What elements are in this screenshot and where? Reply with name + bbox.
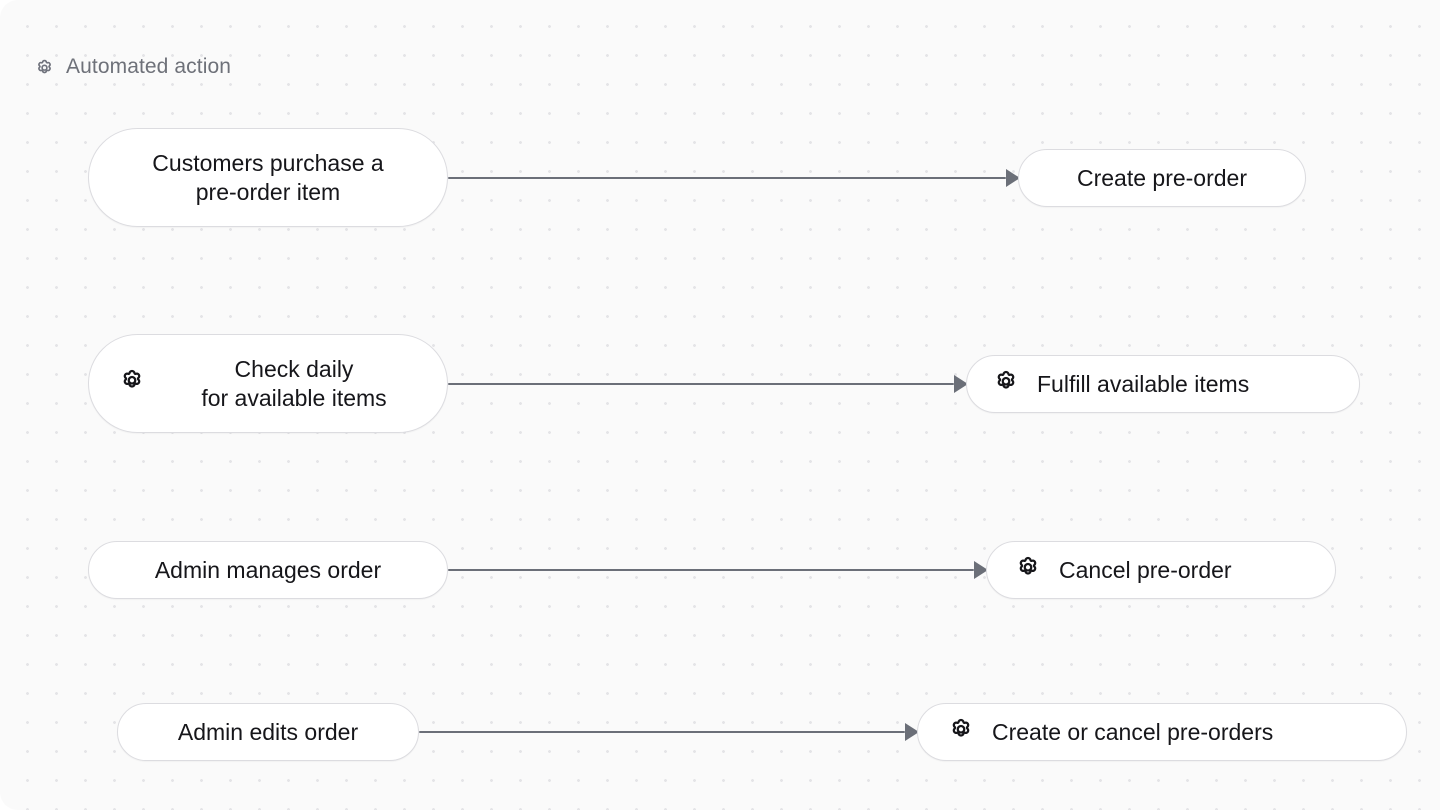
legend-label: Automated action xyxy=(66,55,232,78)
arrow-head-icon xyxy=(1006,169,1020,187)
gear-icon xyxy=(991,366,1021,402)
node-label: Check daily for available items xyxy=(201,356,387,411)
node-label: Admin edits order xyxy=(177,718,359,745)
node-target-4[interactable]: Create or cancel pre-orders xyxy=(917,703,1407,761)
node-target-1[interactable]: Create pre-order xyxy=(1018,149,1306,207)
node-label: Cancel pre-order xyxy=(1059,556,1232,583)
node-target-2[interactable]: Fulfill available items xyxy=(966,355,1360,413)
gear-icon xyxy=(946,714,976,750)
node-source-3[interactable]: Admin manages order xyxy=(88,541,448,599)
edge-2 xyxy=(448,364,968,404)
node-label: Create pre-order xyxy=(1076,164,1248,191)
arrow-head-icon xyxy=(954,375,968,393)
node-target-3[interactable]: Cancel pre-order xyxy=(986,541,1336,599)
node-label: Admin manages order xyxy=(154,556,382,583)
node-label: Fulfill available items xyxy=(1037,370,1250,397)
arrow-head-icon xyxy=(905,723,919,741)
edge-line xyxy=(419,731,905,733)
gear-icon xyxy=(1013,552,1043,588)
legend-automated-action: Automated action xyxy=(33,52,231,82)
node-source-4[interactable]: Admin edits order xyxy=(117,703,419,761)
gear-icon xyxy=(33,56,56,79)
edge-3 xyxy=(448,550,988,590)
edge-4 xyxy=(419,712,919,752)
gear-icon xyxy=(117,365,147,401)
node-source-2[interactable]: Check daily for available items xyxy=(88,334,448,433)
edge-line xyxy=(448,383,954,385)
node-label: Customers purchase a pre-order item xyxy=(152,150,384,205)
edge-line xyxy=(448,569,974,571)
node-label: Create or cancel pre-orders xyxy=(992,718,1274,745)
arrow-head-icon xyxy=(974,561,988,579)
edge-line xyxy=(448,177,1006,179)
edge-1 xyxy=(448,158,1020,198)
node-source-1[interactable]: Customers purchase a pre-order item xyxy=(88,128,448,227)
